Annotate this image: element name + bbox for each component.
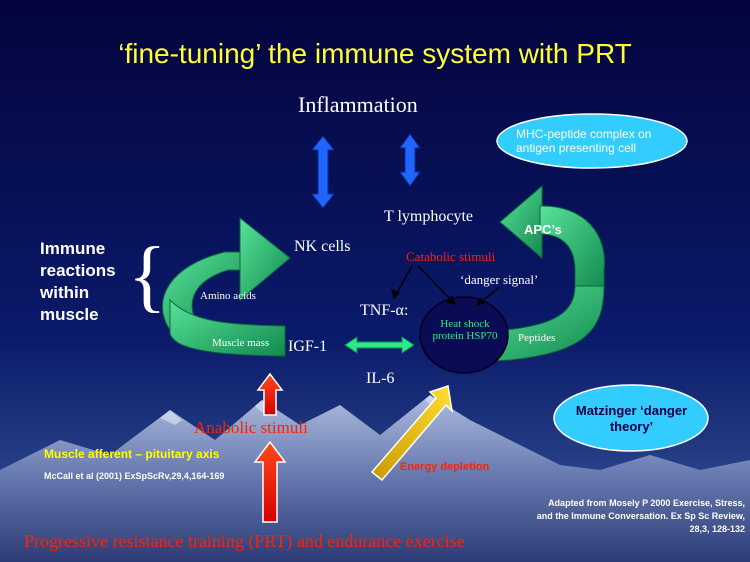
apcs-label: APC’s bbox=[524, 222, 562, 237]
muscle-afferent-label: Muscle afferent – pituitary axis bbox=[44, 447, 220, 461]
tnf-label: TNF-α: bbox=[360, 302, 409, 319]
t-lymphocyte-label: T lymphocyte bbox=[384, 208, 474, 225]
red-arrow-prt bbox=[253, 440, 287, 523]
catabolic-stimuli-label: Catabolic stimuli bbox=[406, 249, 496, 264]
catabolic-pointer-lines bbox=[391, 265, 501, 307]
danger-signal-label: ‘danger signal’ bbox=[460, 272, 539, 287]
mhc-label: MHC-peptide complex on antigen presentin… bbox=[516, 127, 652, 155]
curly-brace: { bbox=[128, 232, 167, 320]
red-arrow-anabolic bbox=[256, 372, 284, 416]
amino-acids-label: Amino acids bbox=[200, 290, 256, 302]
blue-double-arrow-right bbox=[399, 133, 421, 187]
blue-double-arrow-left bbox=[310, 135, 336, 209]
mccall-citation: McCall et al (2001) ExSpScRv,29,4,164-16… bbox=[44, 471, 225, 481]
prt-label: Progressive resistance training (PRT) an… bbox=[24, 531, 465, 551]
yellow-arrow-energy bbox=[370, 385, 454, 482]
slide-title: ‘fine-tuning’ the immune system with PRT bbox=[118, 38, 632, 69]
adapted-citation: Adapted from Mosely P 2000 Exercise, Str… bbox=[536, 498, 745, 534]
mhc-bubble bbox=[496, 113, 688, 169]
green-cycle-arrow-left bbox=[161, 216, 291, 357]
hsp70-circle bbox=[419, 296, 509, 374]
nk-cells-label: NK cells bbox=[294, 238, 351, 255]
muscle-mass-label: Muscle mass bbox=[212, 337, 270, 349]
igf-1-label: IGF-1 bbox=[288, 338, 328, 355]
matzinger-label: Matzinger ‘danger theory’ bbox=[575, 403, 688, 434]
peptides-label: Peptides bbox=[518, 332, 556, 344]
inflammation-label: Inflammation bbox=[298, 92, 418, 117]
immune-reactions-label: Immune reactions within muscle bbox=[40, 239, 116, 324]
matzinger-bubble bbox=[553, 384, 709, 452]
anabolic-stimuli-label: Anabolic stimuli bbox=[194, 418, 308, 437]
hsp-label: Heat shock protein HSP70 bbox=[432, 318, 498, 342]
green-double-arrow-igf bbox=[344, 336, 415, 354]
il-6-label: IL-6 bbox=[366, 370, 395, 387]
energy-depletion-label: Energy depletion bbox=[400, 461, 490, 473]
mountain-range bbox=[0, 395, 750, 562]
